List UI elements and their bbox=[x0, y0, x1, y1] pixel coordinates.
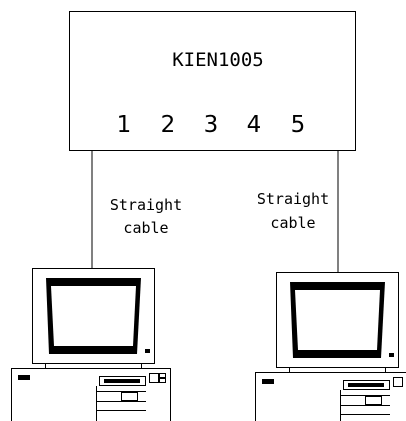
port-label-4: 4 bbox=[247, 112, 262, 138]
left-cable-label-line2: cable bbox=[123, 219, 168, 237]
system-unit-icon bbox=[255, 372, 406, 421]
system-unit-icon bbox=[11, 368, 171, 421]
switch-name: KIEN1005 bbox=[172, 49, 264, 71]
port-label-2: 2 bbox=[161, 112, 176, 138]
switch-box bbox=[69, 11, 356, 151]
port-labels: 1 2 3 4 5 bbox=[117, 112, 306, 138]
right-cable-label-line2: cable bbox=[270, 214, 315, 232]
port-label-3: 3 bbox=[204, 112, 219, 138]
right-cable-label-line1: Straight bbox=[257, 190, 329, 208]
desktop-computer-icon bbox=[11, 268, 171, 421]
switch-device: KIEN1005 1 2 3 4 5 bbox=[69, 11, 356, 151]
monitor-icon bbox=[276, 272, 399, 373]
desktop-computer-icon bbox=[255, 272, 406, 421]
monitor-icon bbox=[32, 268, 155, 369]
port-label-5: 5 bbox=[291, 112, 306, 138]
port-label-1: 1 bbox=[117, 112, 132, 138]
left-cable-label-line1: Straight bbox=[110, 196, 182, 214]
